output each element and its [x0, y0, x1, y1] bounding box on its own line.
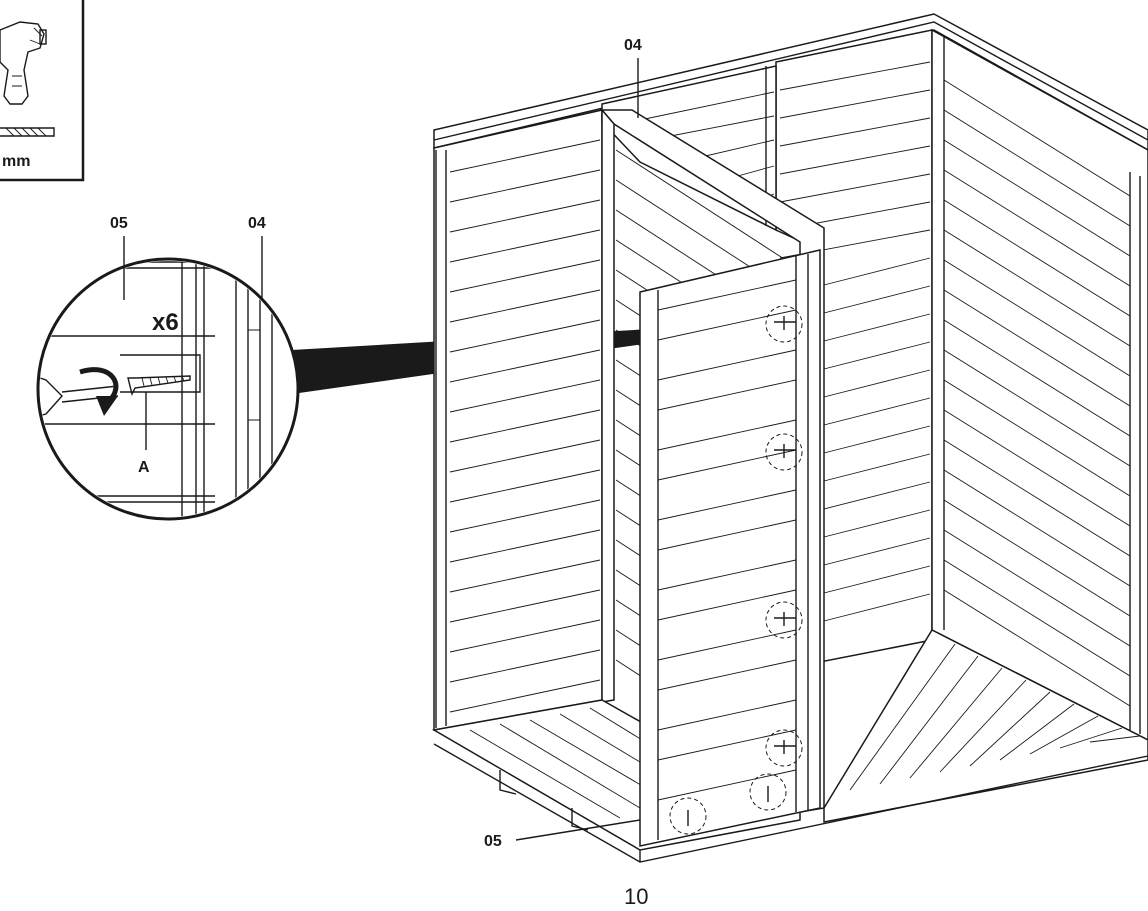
- shed-part-05-label: 05: [484, 833, 502, 850]
- tool-box: mm: [0, 0, 85, 182]
- screw-icon: [127, 375, 191, 397]
- page-number: 10: [624, 884, 648, 909]
- screw-label: A: [138, 459, 150, 476]
- rotation-arrow-icon: [79, 367, 119, 416]
- screw-marker-4: [765, 729, 803, 767]
- drill-icon: [0, 21, 47, 105]
- screw-marker-5: [749, 773, 787, 811]
- screw-marker-3: [765, 601, 803, 639]
- left-back-wall-panel: [433, 109, 603, 731]
- shed-drawing: 04 05: [431, 13, 1148, 863]
- detail-part-04-label: 04: [248, 215, 266, 232]
- detail-circle: [36, 257, 300, 521]
- detail-part-05-label: 05: [110, 215, 128, 232]
- drill-bit-icon: [0, 127, 55, 137]
- quantity-label: x6: [152, 309, 179, 336]
- screw-marker-6: [669, 797, 707, 835]
- right-side-wall: [931, 28, 1148, 741]
- screw-marker-2: [765, 433, 803, 471]
- shed-part-04-label: 04: [624, 37, 642, 54]
- screw-marker-1: [765, 305, 803, 343]
- drill-bit-size: mm: [2, 153, 30, 170]
- partition-frame: [639, 249, 821, 847]
